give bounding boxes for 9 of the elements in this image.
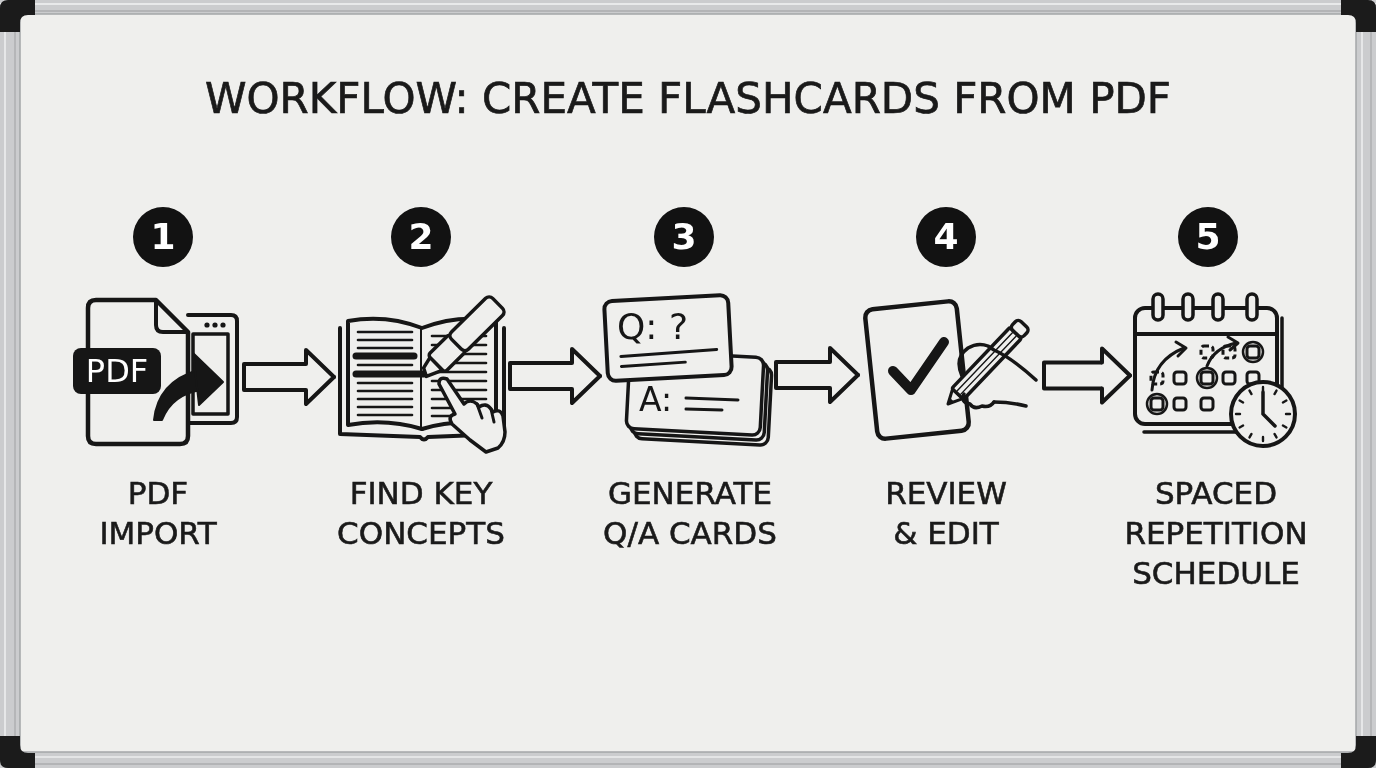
step-label: SPACED REPETITION SCHEDULE (1123, 474, 1309, 593)
step-label: FIND KEY CONCEPTS (336, 474, 506, 553)
card-text: Q: ? (617, 306, 688, 348)
step-label: GENERATE Q/A CARDS (602, 474, 778, 553)
title: WORKFLOW: CREATE FLASHCARDS FROM PDF (205, 74, 1171, 124)
badge-label: PDF (85, 353, 149, 390)
step-label: PDF IMPORT (98, 474, 218, 553)
step-label: REVIEW & EDIT (884, 474, 1008, 553)
card-text: A: (639, 381, 673, 419)
